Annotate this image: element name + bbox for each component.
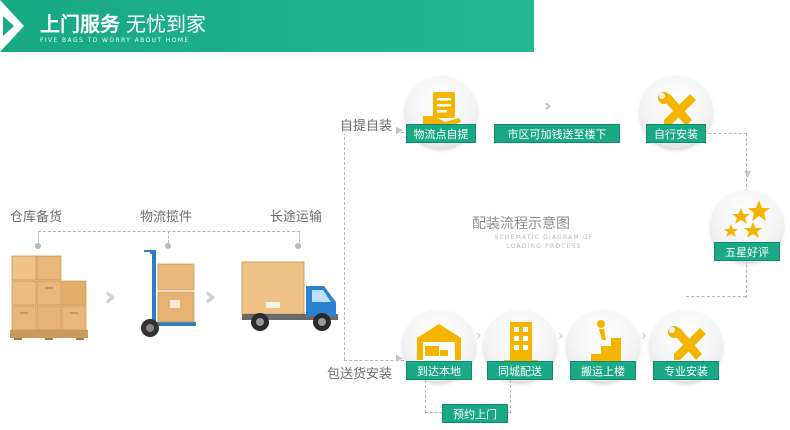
branch-bottom-arrow-icon: ▸ (396, 350, 404, 366)
pickup-point-button[interactable]: 物流点自提 (406, 124, 476, 143)
bottom-arrow-3-icon: › (641, 328, 647, 344)
stage-warehouse-label: 仓库备货 (10, 210, 63, 225)
stage-dot-handling (165, 243, 171, 249)
five-star-button[interactable]: 五星好评 (714, 242, 780, 261)
banner-title: 上门服务无忧到家 (40, 8, 206, 37)
branch-vertical-line (344, 132, 409, 360)
self-install-button[interactable]: 自行安装 (646, 124, 706, 143)
warehouse-boxes-illustration (10, 255, 88, 340)
carry-upstairs-button[interactable]: 搬运上楼 (570, 361, 636, 380)
stars-icon (724, 200, 770, 238)
banner-title-bold: 上门服务 (40, 12, 120, 36)
appointment-button[interactable]: 预约上门 (442, 404, 508, 423)
stage-bracket-mid (168, 231, 169, 243)
top-chevron-icon: ››› (544, 96, 551, 115)
branch-top-arrow-icon: ▸ (396, 122, 404, 138)
arrive-local-button[interactable]: 到达本地 (406, 361, 472, 380)
diagram-title: 配装流程示意图 (472, 216, 570, 232)
branch-bottom-line (344, 360, 404, 361)
pro-install-button[interactable]: 专业安装 (653, 361, 719, 380)
stage-dot-warehouse (35, 243, 41, 249)
delivery-install-label: 包送货安装 (327, 363, 393, 382)
hand-truck-illustration (141, 250, 196, 337)
upstairs-fee-button[interactable]: 市区可加钱送至楼下 (494, 124, 620, 143)
header-banner (0, 0, 534, 52)
right-down-arrow-icon: ▾ (744, 166, 752, 182)
play-arrow-icon (3, 16, 14, 36)
stage-dot-transport (295, 243, 301, 249)
self-pickup-label: 自提自装 (340, 115, 395, 134)
flow-arrow-1-icon: ››› (104, 282, 117, 312)
wrench-screwdriver-icon (658, 92, 696, 126)
diagram-subtitle: SCHEMATIC DIAGRAM OF LOADING PROCESS (494, 234, 594, 250)
city-delivery-button[interactable]: 同城配送 (487, 361, 553, 380)
flow-arrow-2-icon: ››› (204, 282, 217, 312)
bottom-arrow-1-icon: › (476, 328, 482, 344)
warehouse-truck-icon (417, 324, 461, 360)
truck-illustration (241, 261, 338, 331)
bottom-arrow-2-icon: › (558, 328, 564, 344)
tools-icon (668, 326, 706, 360)
banner-subtitle: FIVE BAGS TO WORRY ABOUT HOME (40, 37, 190, 44)
stage-bracket-line (38, 231, 300, 246)
stairs-person-icon (581, 320, 621, 362)
stage-handling-label: 物流揽件 (140, 210, 193, 225)
right-lower-connector (686, 296, 746, 297)
banner-title-light: 无忧到家 (126, 12, 206, 36)
stage-transport-label: 长途运输 (270, 210, 323, 225)
